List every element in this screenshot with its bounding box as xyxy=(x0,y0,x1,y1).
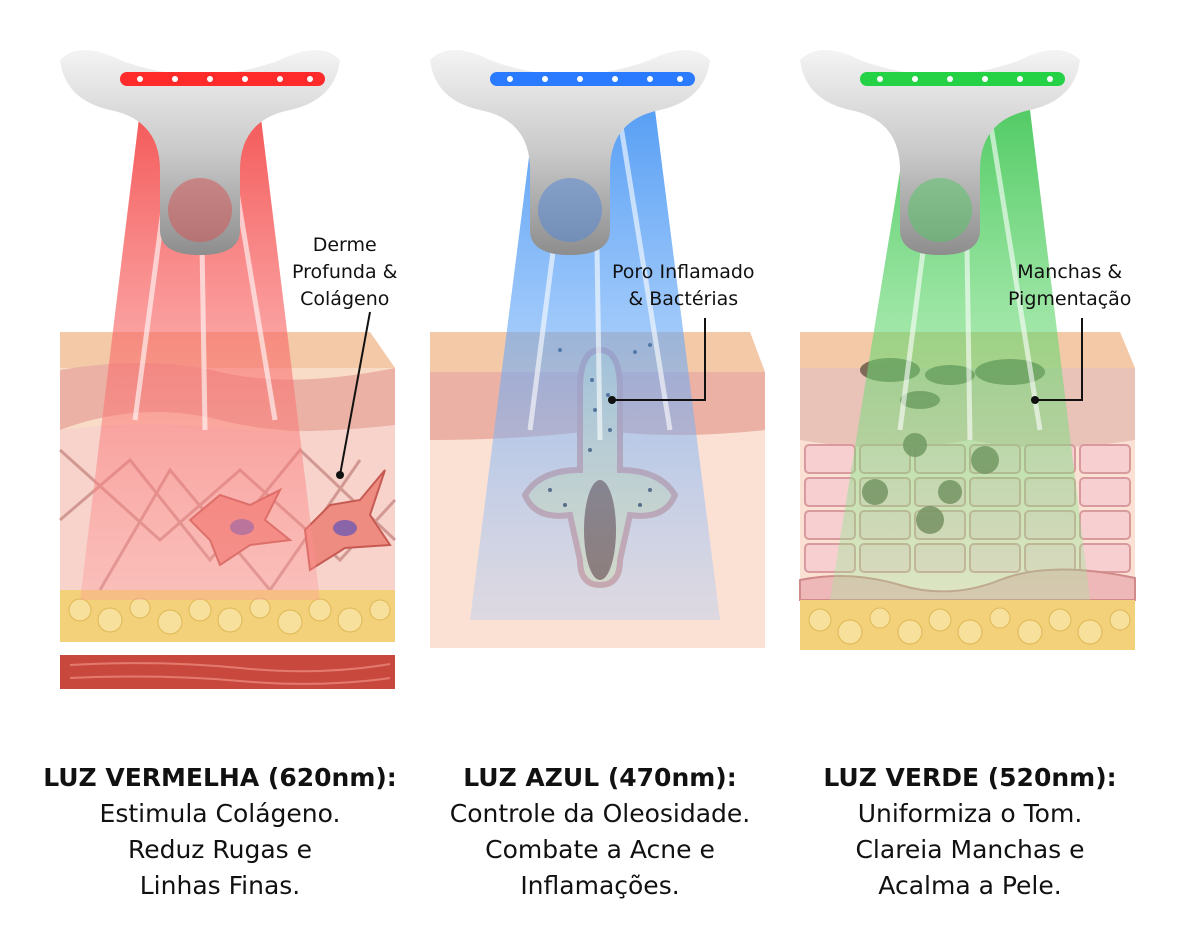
led-strip xyxy=(490,72,695,86)
caption-line: Estimula Colágeno. xyxy=(99,799,341,828)
callout-line: Profunda & xyxy=(292,261,398,283)
callout-dermis-collagen: Derme Profunda & Colágeno xyxy=(292,232,397,313)
caption-red: LUZ VERMELHA (620nm): Estimula Colágeno.… xyxy=(20,760,420,904)
caption-line: Controle da Oleosidade. xyxy=(449,799,751,828)
led-strip xyxy=(860,72,1065,86)
callout-pore-bacteria: Poro Inflamado & Bactérias xyxy=(612,259,755,313)
caption-line: Acalma a Pele. xyxy=(878,871,1062,900)
panel-green-light: Manchas & Pigmentação LUZ VERDE (520nm):… xyxy=(790,0,1150,946)
caption-line: Combate a Acne e xyxy=(485,835,715,864)
callout-spots-pigmentation: Manchas & Pigmentação xyxy=(1008,259,1131,313)
neck-device xyxy=(60,50,340,255)
callout-leader xyxy=(339,311,371,476)
red-light-illustration xyxy=(58,50,397,689)
caption-title: LUZ AZUL (470nm): xyxy=(463,763,737,792)
neck-device xyxy=(430,50,710,255)
fibroblast-cell xyxy=(303,469,392,572)
callout-line: Poro Inflamado xyxy=(612,261,755,283)
caption-title: LUZ VERDE (520nm): xyxy=(823,763,1117,792)
led-strip xyxy=(120,72,325,86)
callout-line: Pigmentação xyxy=(1008,288,1132,310)
green-light-illustration xyxy=(799,50,1136,650)
caption-title: LUZ VERMELHA (620nm): xyxy=(43,763,397,792)
red-light-beam xyxy=(80,110,320,600)
callout-line: Colágeno xyxy=(300,288,390,310)
panel-blue-light: Poro Inflamado & Bactérias LUZ AZUL (470… xyxy=(420,0,780,946)
caption-line: Reduz Rugas e xyxy=(127,835,313,864)
muscle-layer xyxy=(60,655,395,689)
caption-line: Clareia Manchas e xyxy=(855,835,1085,864)
caption-line: Uniformiza o Tom. xyxy=(857,799,1083,828)
caption-line: Linhas Finas. xyxy=(139,871,301,900)
callout-line: & Bactérias xyxy=(628,288,739,310)
caption-blue: LUZ AZUL (470nm): Controle da Oleosidade… xyxy=(400,760,800,904)
callout-line: Manchas & xyxy=(1017,261,1123,283)
callout-line: Derme xyxy=(312,234,377,256)
panel-red-light: Derme Profunda & Colágeno LUZ VERMELHA (… xyxy=(40,0,400,946)
callout-leader xyxy=(1035,318,1083,401)
green-light-beam xyxy=(830,110,1090,600)
caption-green: LUZ VERDE (520nm): Uniformiza o Tom. Cla… xyxy=(770,760,1170,904)
neck-device xyxy=(800,50,1080,255)
callout-leader xyxy=(612,318,706,401)
blue-light-illustration xyxy=(430,50,765,648)
caption-line: Inflamações. xyxy=(520,871,680,900)
